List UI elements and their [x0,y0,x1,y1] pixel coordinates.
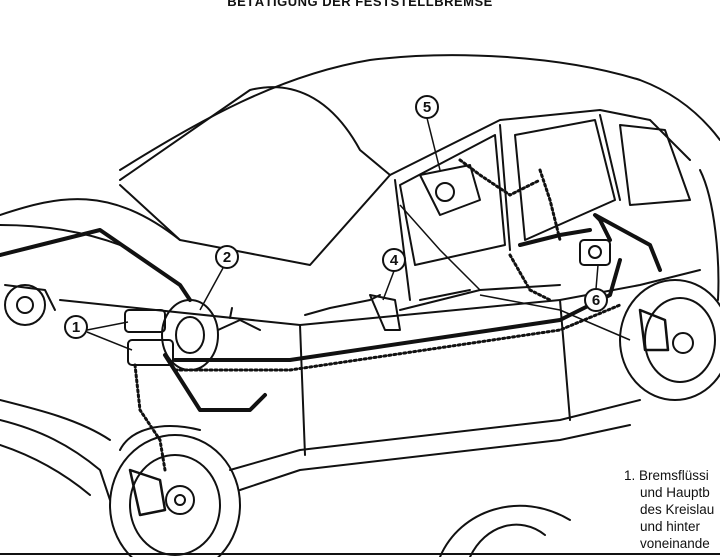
callout-6-label: 6 [592,292,600,309]
bottom-wheel-partial [439,504,571,557]
legend-line: voneinande [640,536,710,551]
callout-1-circle [64,315,88,339]
legend-line: und Hauptb [640,485,710,500]
callout-2-label: 2 [223,249,231,266]
legend-line: und hinter [640,519,701,534]
car-body-outline [0,54,720,501]
rear-wheel [619,279,720,401]
brake-lines [0,213,662,412]
callout-leaders [86,117,599,351]
beaded-lines [133,158,622,472]
diagram-title: BETÄTIGUNG DER FESTSTELLBREMSE [227,0,493,9]
front-wheel [109,425,241,557]
callout-4-label: 4 [390,252,399,269]
handbrake-cables [399,204,631,341]
legend-text: 1. Bremsflüssi und Hauptb des Kreislau u… [624,467,720,552]
front-left-brake [4,284,56,326]
bottom-rule [0,553,720,555]
callout-5-label: 5 [423,99,431,116]
rear-brake-unit [419,164,481,216]
brake-force-regulator [579,239,611,266]
legend-line: 1. Bremsflüssi [624,468,709,483]
legend-line: des Kreislau [640,502,715,517]
callout-1-label: 1 [72,319,80,336]
callout-2-circle [215,245,239,269]
handbrake-lever [304,284,561,331]
